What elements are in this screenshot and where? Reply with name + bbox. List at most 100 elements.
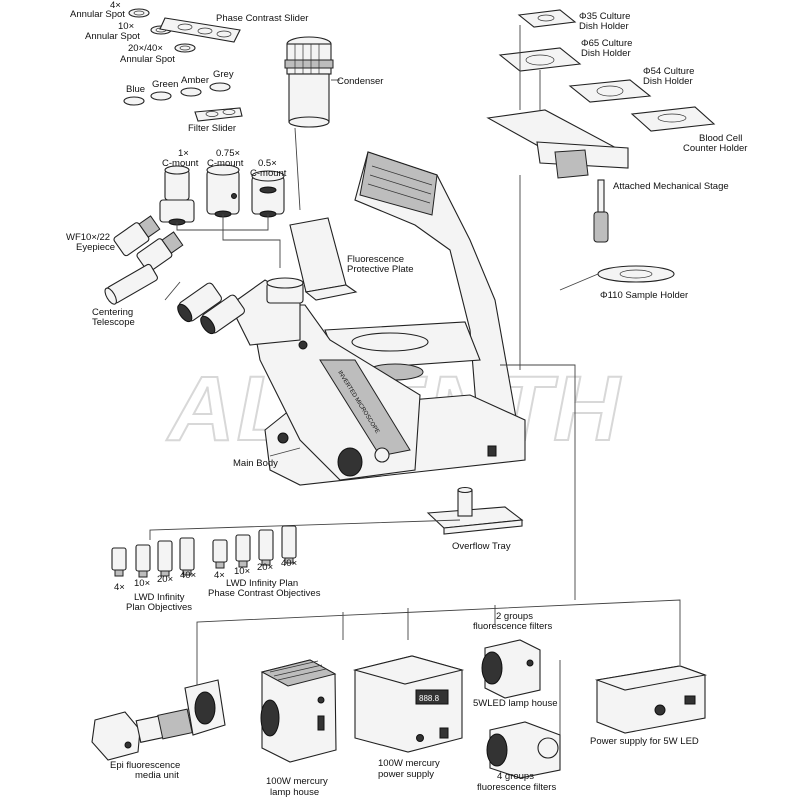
label-cmount-1x-a: 1×	[178, 148, 189, 159]
label-annular-spot-c: Annular Spot	[120, 54, 175, 65]
label-lwd-plan-a: LWD Infinity	[134, 592, 185, 603]
label-obj-20x: 20×	[157, 574, 173, 585]
label-fl2-b: fluorescence filters	[473, 621, 552, 632]
label-obj-10x: 10×	[134, 578, 150, 589]
label-annular-10x: 10×	[118, 21, 134, 32]
label-cmount-075x-a: 0.75×	[216, 148, 240, 159]
mercury-display	[415, 689, 449, 705]
label-obj-40x: 40×	[180, 570, 196, 581]
label-dish54-a: Φ54 Culture	[643, 66, 694, 77]
label-fluor-plate-b: Protective Plate	[347, 264, 414, 275]
label-annular-spot-b: Annular Spot	[85, 31, 140, 42]
fluorescence-protective-plate	[289, 217, 358, 301]
display-digits: 888.8	[419, 694, 440, 703]
label-overflow-tray: Overflow Tray	[452, 541, 511, 552]
dish-holder-35	[517, 9, 577, 28]
led-power-knob	[654, 704, 666, 716]
lwd-plan-objectives	[111, 537, 195, 578]
label-cmount-05x-b: C-mount	[250, 168, 287, 179]
centering-telescope	[104, 263, 158, 305]
label-lwd-ph-b: Phase Contrast Objectives	[208, 588, 321, 599]
filter-green-disc	[150, 91, 172, 101]
eyepieces	[113, 215, 184, 273]
overflow-tray	[426, 486, 524, 535]
fluor-filter-4-groups	[486, 721, 561, 779]
objective-plan-10x	[135, 544, 151, 578]
label-dish54-b: Dish Holder	[643, 76, 693, 87]
objective-plan-4x	[111, 547, 127, 577]
objective-ph-20x	[258, 529, 274, 566]
microscope-main-body: INVERTED MICROSCOPE	[177, 151, 526, 486]
label-lwd-ph-a: LWD Infinity Plan	[226, 578, 298, 589]
label-mech-stage: Attached Mechanical Stage	[613, 181, 729, 192]
label-annular-4x: 4×	[110, 0, 121, 11]
label-cmount-075x-b: C-mount	[207, 158, 244, 169]
label-dish65-a: Φ65 Culture	[581, 38, 632, 49]
label-hg-house-b: lamp house	[270, 787, 319, 798]
label-epi-b: media unit	[135, 770, 179, 781]
dish-holder-54	[568, 79, 652, 103]
label-ph-40x: 40×	[281, 558, 297, 569]
body-label-plate	[319, 359, 411, 457]
label-led-house: 5WLED lamp house	[473, 698, 557, 709]
label-hg-power-a: 100W mercury	[378, 758, 440, 769]
filter-grey-disc	[209, 82, 231, 92]
c-mount-1x	[159, 165, 195, 226]
label-filter-green: Green	[152, 79, 178, 90]
filter-amber-disc	[180, 87, 202, 97]
objective-ph-40x	[281, 525, 297, 564]
label-lwd-plan-b: Plan Objectives	[126, 602, 192, 613]
label-ph-10x: 10×	[234, 566, 250, 577]
blood-cell-counter-holder	[630, 106, 716, 132]
sample-holder-110	[597, 265, 675, 283]
lwd-phase-objectives	[212, 525, 297, 569]
annular-spot-4x-disc	[128, 8, 150, 18]
label-annular-spot-a: Annular Spot	[70, 9, 125, 20]
filter-slider	[194, 107, 243, 122]
label-cmount-05x-a: 0.5×	[258, 158, 277, 169]
label-fl4-a: 4 groups	[497, 771, 534, 782]
label-annular-20-40x: 20×/40×	[128, 43, 163, 54]
label-condenser: Condenser	[337, 76, 383, 87]
label-dish65-b: Dish Holder	[581, 48, 631, 59]
annular-spot-20-40x-disc	[174, 43, 196, 53]
label-main-body: Main Body	[233, 458, 278, 469]
focus-knob	[337, 447, 363, 477]
label-filter-slider: Filter Slider	[188, 123, 236, 134]
label-led-power: Power supply for 5W LED	[590, 736, 699, 747]
filters	[123, 82, 231, 106]
mercury-lamp-house	[260, 659, 337, 763]
mercury-power-supply: 888.8	[352, 655, 465, 753]
c-mount-075x	[206, 164, 240, 218]
fluor-filter-2-groups	[481, 639, 541, 699]
led-power-supply	[594, 665, 708, 734]
label-fl2-a: 2 groups	[496, 611, 533, 622]
epi-fluorescence-unit	[91, 679, 226, 761]
condenser	[284, 36, 334, 128]
label-eyepiece-a: WF10×/22	[66, 232, 110, 243]
power-switch	[487, 445, 497, 457]
label-filter-blue: Blue	[126, 84, 145, 95]
label-eyepiece-b: Eyepiece	[76, 242, 115, 253]
label-centering-a: Centering	[92, 307, 133, 318]
label-dish35-a: Φ35 Culture	[579, 11, 630, 22]
label-phase-slider: Phase Contrast Slider	[216, 13, 308, 24]
label-filter-amber: Amber	[181, 75, 209, 86]
label-cmount-1x-b: C-mount	[162, 158, 199, 169]
label-ph-4x: 4×	[214, 570, 225, 581]
phase-contrast-slider	[159, 17, 241, 43]
label-sample-holder: Φ110 Sample Holder	[600, 290, 688, 301]
label-centering-b: Telescope	[92, 317, 135, 328]
label-dish35-b: Dish Holder	[579, 21, 629, 32]
objective-ph-4x	[212, 539, 228, 569]
label-hg-power-b: power supply	[378, 769, 434, 780]
c-mount-05x	[251, 170, 285, 218]
label-ph-20x: 20×	[257, 562, 273, 573]
objective-plan-20x	[157, 540, 173, 577]
attached-mechanical-stage	[486, 109, 629, 243]
filter-blue-disc	[123, 96, 145, 106]
label-epi-a: Epi fluorescence	[110, 760, 180, 771]
label-blood-b: Counter Holder	[683, 143, 747, 154]
